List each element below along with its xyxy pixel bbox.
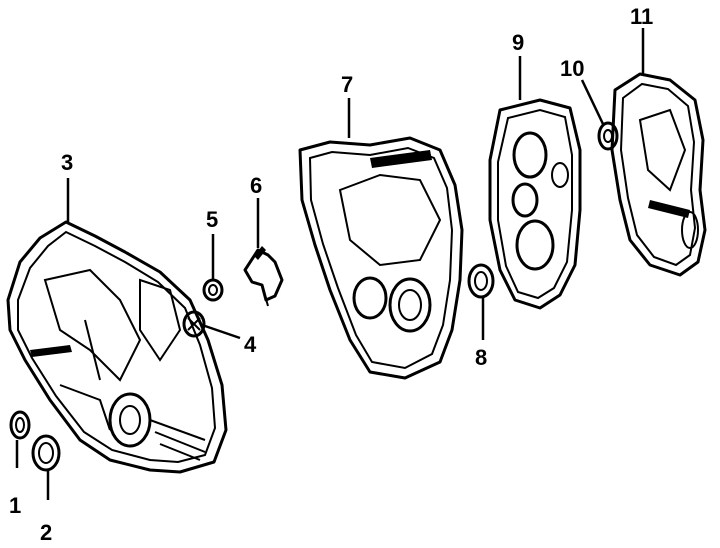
callout-11: 11 <box>630 4 653 29</box>
callout-6: 6 <box>250 173 262 198</box>
part-11-extension-housing <box>610 72 707 277</box>
part-2-seal <box>31 434 61 472</box>
leader-10 <box>580 79 605 125</box>
callout-leaders <box>15 28 645 500</box>
part-3-clutch-housing <box>6 220 228 474</box>
callout-1: 1 <box>9 493 21 518</box>
part-7-transaxle-case <box>298 136 464 380</box>
callout-7: 7 <box>341 72 353 97</box>
part-6-bracket <box>243 246 284 307</box>
part-9-cover-plate <box>488 98 582 310</box>
callout-9: 9 <box>512 30 524 55</box>
part-4-seal <box>182 310 206 338</box>
leader-4 <box>204 324 241 340</box>
callout-8: 8 <box>475 345 487 370</box>
part-8-seal <box>467 263 495 299</box>
part-1-seal <box>9 410 31 440</box>
callout-5: 5 <box>206 207 218 232</box>
callout-3: 3 <box>61 150 73 175</box>
callout-numbers: 1 2 3 4 5 6 7 8 9 10 11 <box>9 4 653 545</box>
part-5-bushing <box>202 278 224 302</box>
callout-4: 4 <box>244 332 257 357</box>
callout-10: 10 <box>560 56 584 81</box>
callout-2: 2 <box>40 520 52 545</box>
